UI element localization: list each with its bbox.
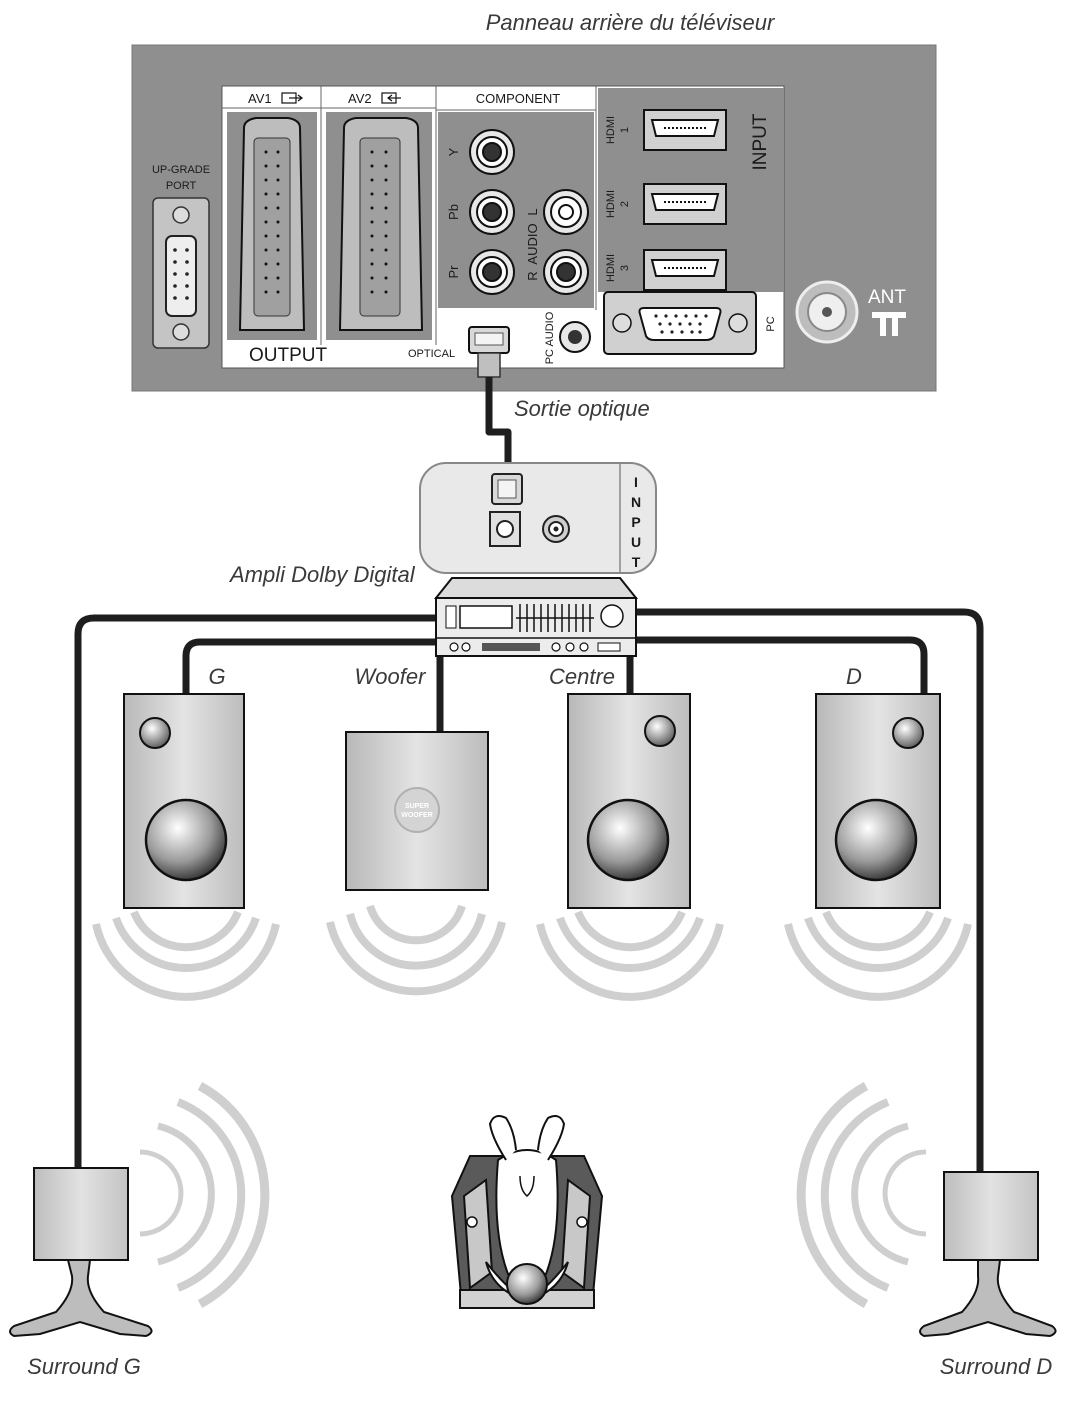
surround-left-caption: Surround G [27,1354,141,1379]
audio-l-label: L [525,208,540,215]
pc-vga-port: PC [603,291,777,355]
audio-label: AUDIO [525,223,540,264]
super-woofer-badge [394,787,440,833]
comp-pb-label: Pb [446,204,461,220]
cable-front-left [182,638,440,694]
tv-back-panel: UP-GRADE PORT AV1 [131,44,937,392]
hdmi3-label: HDMI [605,254,617,282]
input-label: INPUT [750,113,771,170]
amp-input-letter-u: U [631,534,641,550]
comp-pr-label: Pr [446,265,461,279]
pc-label: PC [765,316,777,331]
component-label: COMPONENT [476,91,561,106]
av2-scart: AV2 [338,91,424,331]
woofer-caption: Woofer [355,664,428,689]
optical-out-caption: Sortie optique [514,396,650,421]
optical-label: OPTICAL [408,348,455,360]
upgrade-port-label-2: PORT [166,180,197,192]
hdmi2-label: HDMI [605,190,617,218]
amp-input-letter-i: I [634,474,638,490]
output-label: OUTPUT [249,345,328,366]
hdmi3-number: 3 [619,265,631,271]
hdmi-inputs: HDMI 1 HDMI 2 HDMI 3 INPUT [605,109,771,291]
speaker-cables [74,608,984,1172]
av1-label: AV1 [248,91,272,106]
audio-r-label: R [525,271,540,280]
av2-label: AV2 [348,91,372,106]
cable-front-right [634,636,928,694]
upgrade-port-label: UP-GRADE [152,164,210,176]
pc-audio-jack: PC AUDIO [544,311,591,364]
upgrade-port: UP-GRADE PORT [152,164,210,349]
speaker-surround-right [796,1082,1057,1338]
speaker-front-left [92,693,280,1001]
woofer-badge-line-2: WOOFER [401,812,433,819]
antenna-icon [872,312,906,336]
listener-in-armchair [450,1115,604,1309]
hdmi1-label: HDMI [605,116,617,144]
speaker-surround-left [9,1082,270,1338]
amplifier-caption: Ampli Dolby Digital [228,562,416,587]
surround-right-caption: Surround D [940,1354,1053,1379]
cable-surround-right [634,608,984,1172]
woofer-badge-line-1: SUPER [405,803,429,810]
amp-input-letter-t: T [632,554,641,570]
amp-input-letter-p: P [631,514,640,530]
optical-plug-tv [468,326,510,378]
cable-surround-left [74,614,440,1168]
speaker-right-caption: D [846,664,862,689]
pc-audio-label: PC AUDIO [544,311,556,364]
component-inputs: COMPONENT Y Pb Pr L AUDIO R [446,91,589,295]
ant-label: ANT [868,287,906,308]
speaker-front-right [784,693,972,1001]
tv-back-panel-caption: Panneau arrière du téléviseur [486,10,776,35]
amplifier-input-panel: I N P U T [419,462,657,574]
speaker-center [536,693,724,1001]
optical-cable [485,377,512,478]
antenna-input: ANT [795,280,906,344]
amplifier-front [433,577,639,657]
woofer-speaker: SUPER WOOFER [326,731,506,996]
speaker-left-caption: G [208,664,225,689]
av1-scart: AV1 [238,91,306,331]
hdmi2-number: 2 [619,201,631,207]
amp-input-letter-n: N [631,494,641,510]
hdmi1-number: 1 [619,127,631,133]
comp-y-label: Y [446,147,461,156]
speaker-center-caption: Centre [549,664,615,689]
